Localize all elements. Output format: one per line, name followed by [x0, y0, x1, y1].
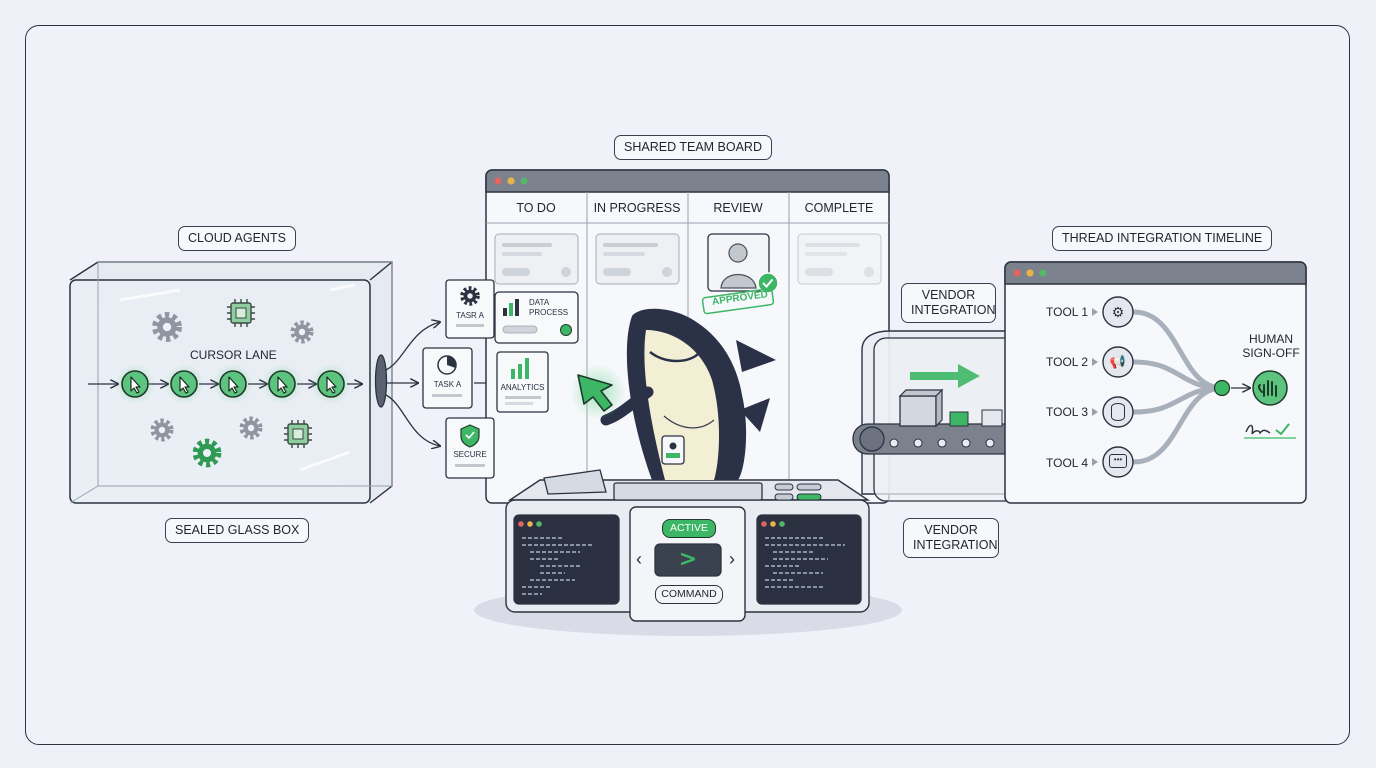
task-card-label: TASR A	[456, 311, 484, 320]
command-prompt-button[interactable]: >	[678, 547, 698, 572]
timeline-window	[1004, 261, 1307, 504]
board-column-todo: TO DO	[516, 201, 556, 215]
chip-icon	[283, 419, 313, 449]
board-column-in-progress: IN PROGRESS	[593, 201, 681, 215]
chevron-right-icon[interactable]: ›	[729, 549, 735, 569]
shared-team-board-label: SHARED TEAM BOARD	[614, 135, 772, 160]
wrench-icon: ⚙	[1111, 304, 1125, 320]
vendor-conveyor	[852, 330, 1034, 502]
task-cards	[422, 279, 579, 479]
cursor-lane	[88, 363, 362, 405]
active-status-badge: ACTIVE	[662, 519, 716, 538]
task-card-label: ANALYTICS	[500, 383, 545, 392]
shark-mascot	[600, 308, 776, 480]
board-column-review: REVIEW	[713, 201, 763, 215]
chip-icon	[226, 298, 256, 328]
hand-icon	[1260, 378, 1280, 398]
command-button[interactable]: COMMAND	[655, 585, 723, 604]
vendor-integration-top-label: VENDOR INTEGRATION	[901, 283, 996, 323]
task-card-label: SECURE	[453, 450, 487, 459]
board-column-complete: COMPLETE	[804, 201, 874, 215]
command-console	[474, 469, 902, 636]
cursor-lane-label: CURSOR LANE	[190, 348, 277, 362]
vendor-integration-bottom-label: VENDOR INTEGRATION	[903, 518, 999, 558]
tool-2-label: TOOL 2	[1046, 355, 1089, 369]
task-card-label: TASK A	[433, 380, 462, 389]
thread-timeline-label: THREAD INTEGRATION TIMELINE	[1052, 226, 1273, 251]
task-branch-arrows	[385, 322, 494, 446]
database-icon	[1111, 403, 1125, 421]
tool-1-label: TOOL 1	[1046, 305, 1089, 319]
sealed-glass-box-label: SEALED GLASS BOX	[165, 518, 310, 543]
cloud-agents-label: CLOUD AGENTS	[178, 226, 296, 251]
review-avatar-card	[701, 233, 779, 315]
tool-3-label: TOOL 3	[1046, 405, 1089, 419]
tool-4-label: TOOL 4	[1046, 456, 1089, 470]
output-port	[374, 354, 388, 408]
board-cards	[494, 233, 882, 285]
task-card-label: DATA PROCESS	[529, 298, 569, 317]
chat-icon: •••	[1109, 454, 1127, 468]
chevron-left-icon[interactable]: ‹	[636, 549, 642, 569]
megaphone-icon: 📢	[1109, 354, 1127, 369]
green-pointer-arrow	[570, 364, 626, 420]
human-signoff-label: HUMAN SIGN-OFF	[1242, 332, 1300, 361]
